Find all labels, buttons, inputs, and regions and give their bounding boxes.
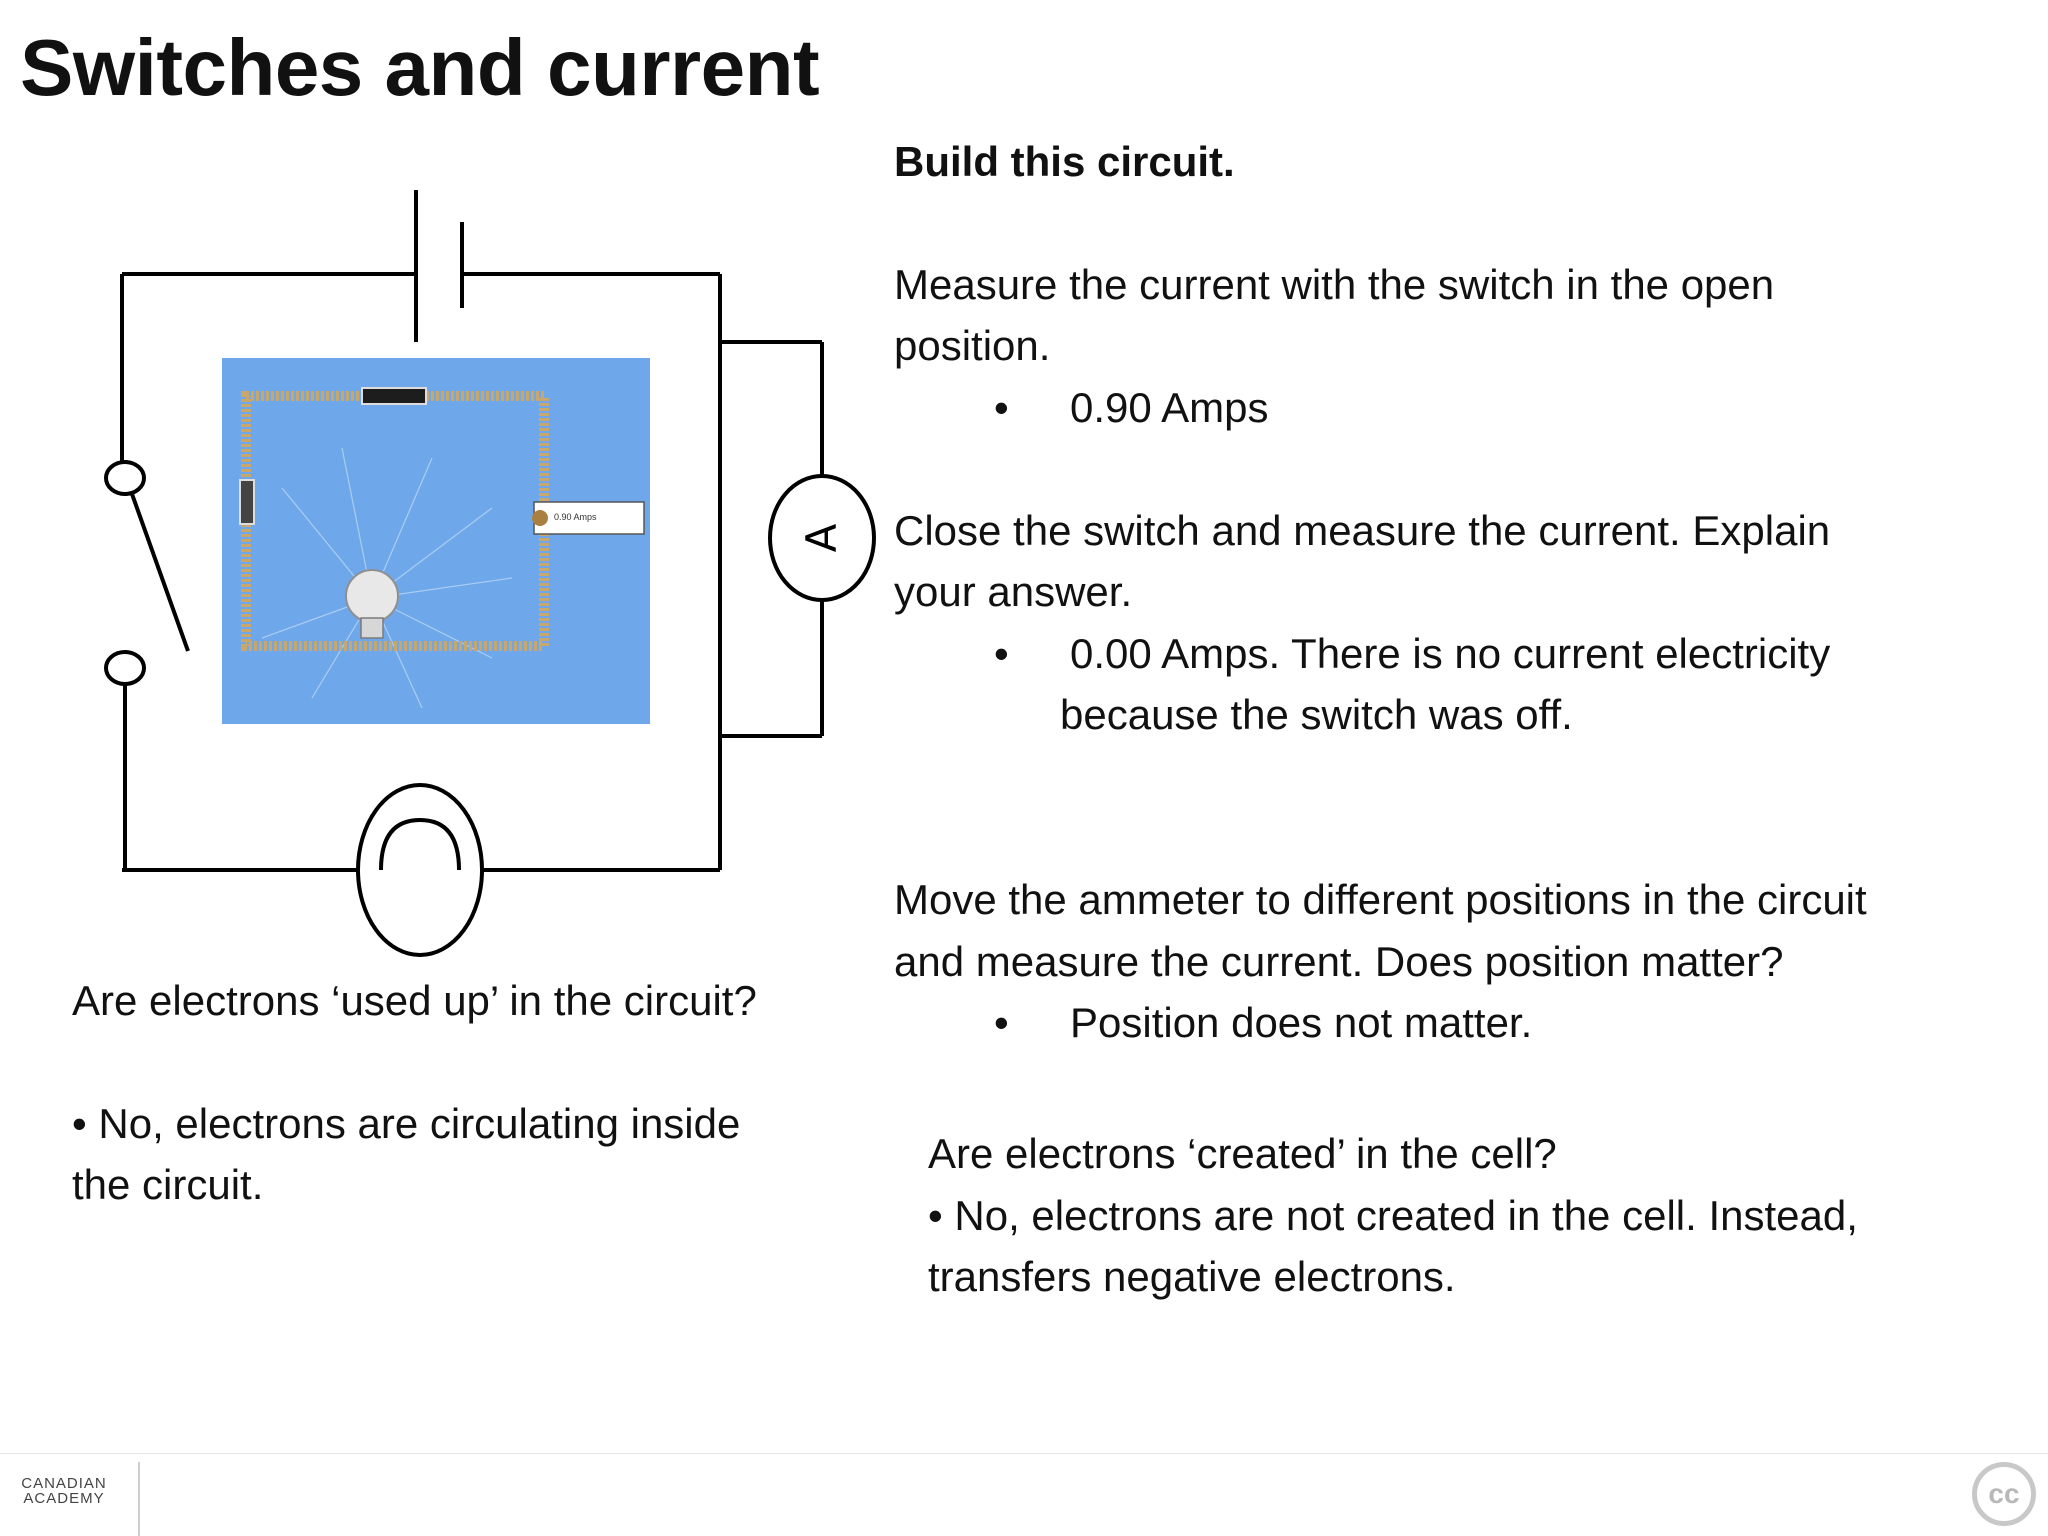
q2-line2: your answer. <box>894 568 1133 615</box>
q1-line1: Measure the current with the switch in t… <box>894 261 1775 308</box>
canadian-academy-logo: CANADIAN ACADEMY <box>4 1476 124 1506</box>
sim-switch-icon <box>239 479 255 525</box>
sim-battery-icon <box>361 387 427 405</box>
bullet-2: • <box>994 630 1009 677</box>
left-answer-line1: • No, electrons are circulating inside <box>72 1100 741 1147</box>
ammeter-symbol: A <box>797 523 846 552</box>
sim-bulb-icon <box>345 569 399 623</box>
q2-line1: Close the switch and measure the current… <box>894 507 1831 554</box>
footer-divider <box>0 1453 2048 1454</box>
a4-line2: transfers negative electrons. <box>928 1253 1456 1300</box>
sim-readout: 0.90 Amps <box>554 512 597 522</box>
q3-line1: Move the ammeter to different positions … <box>894 876 1867 923</box>
slide-title: Switches and current <box>20 23 820 112</box>
sim-ammeter-dial-icon <box>532 510 548 526</box>
sim-ammeter-display <box>533 501 645 535</box>
logo-divider <box>138 1462 140 1536</box>
a2-line2: because the switch was off. <box>1060 691 1573 738</box>
a4-line1: • No, electrons are not created in the c… <box>928 1192 1858 1239</box>
switch-icon <box>104 460 190 686</box>
q1-line2: position. <box>894 322 1051 369</box>
build-heading: Build this circuit. <box>894 138 1235 185</box>
a2-line1: 0.00 Amps. There is no current electrici… <box>1070 630 1831 677</box>
logo-line1: CANADIAN <box>21 1475 107 1492</box>
a3: Position does not matter. <box>1070 999 1533 1046</box>
lamp-icon <box>356 783 484 957</box>
circuit-diagram: A <box>104 190 876 957</box>
logo-line2: ACADEMY <box>23 1490 105 1507</box>
q4: Are electrons ‘created’ in the cell? <box>928 1130 1557 1177</box>
ammeter-icon <box>768 474 876 602</box>
bullet-3: • <box>994 999 1009 1046</box>
creative-commons-icon: cc <box>1972 1462 2036 1526</box>
q3-line2: and measure the current. Does position m… <box>894 938 1784 985</box>
bullet-1: • <box>994 384 1009 431</box>
left-question: Are electrons ‘used up’ in the circuit? <box>72 977 757 1024</box>
left-answer-line2: the circuit. <box>72 1161 264 1208</box>
simulation-screenshot: 0.90 Amps <box>222 358 650 724</box>
a1: 0.90 Amps <box>1070 384 1269 431</box>
simulation-circuit <box>239 387 645 709</box>
